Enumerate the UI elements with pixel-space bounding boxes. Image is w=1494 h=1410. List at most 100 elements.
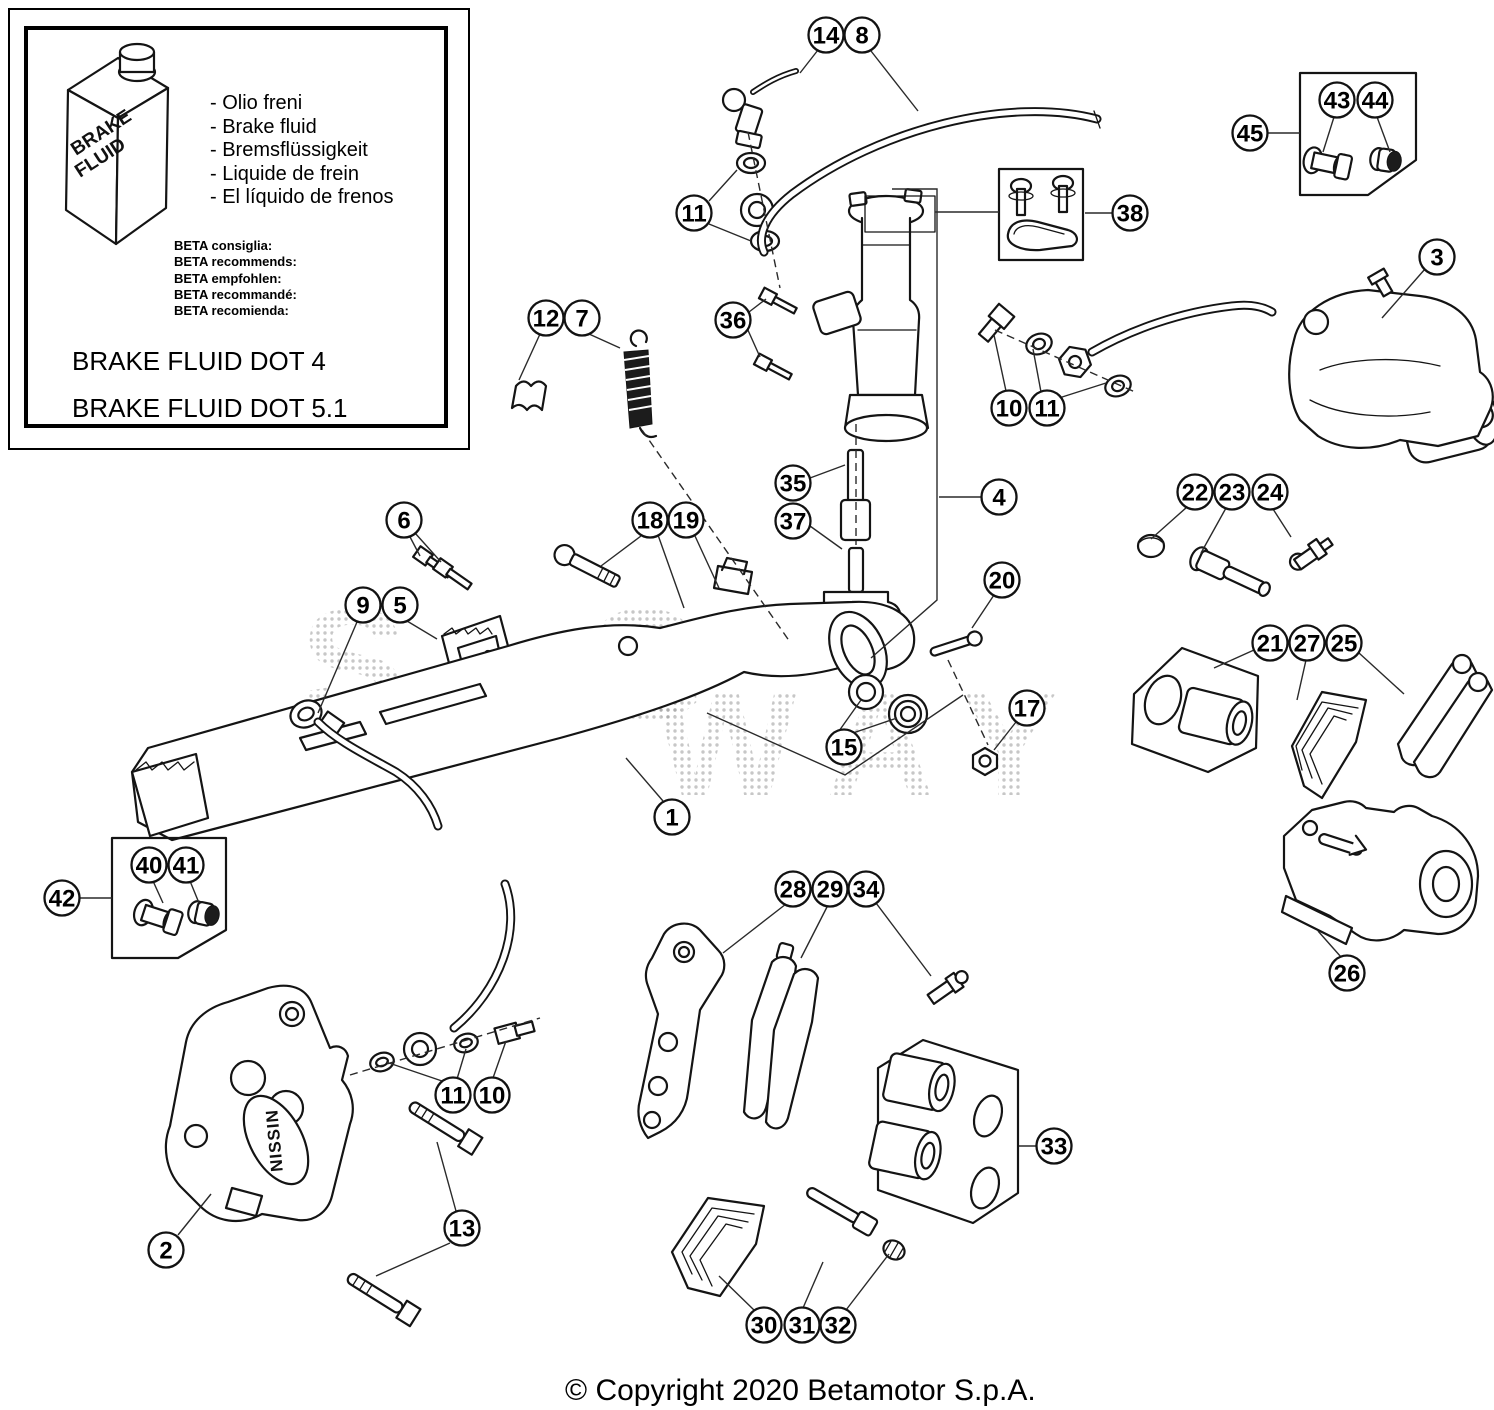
callout-circle — [1318, 81, 1356, 119]
leader-line — [1296, 659, 1307, 701]
callout-circle — [745, 1306, 783, 1344]
callout-15: 15 — [825, 728, 863, 766]
callout-number: 28 — [780, 877, 807, 904]
assembly-axis-line — [947, 659, 989, 746]
callout-number: 26 — [1334, 961, 1361, 988]
callout-number: 12 — [533, 306, 560, 333]
part-rear-pads — [1396, 653, 1494, 779]
info-box-outer-frame: BRAKE FLUID - Olio freni - Brake fluid -… — [8, 8, 470, 450]
callout-circle — [1251, 624, 1289, 662]
callout-38: 38 — [1111, 194, 1149, 232]
callout-number: 21 — [1257, 631, 1284, 658]
callout-2: 2 — [147, 1231, 185, 1269]
leader-line — [809, 525, 843, 550]
callout-number: 11 — [440, 1083, 465, 1110]
leader-line — [625, 757, 664, 802]
part-pad-pin-31 — [806, 1187, 879, 1237]
callout-number: 30 — [751, 1313, 778, 1340]
part-clip-19 — [712, 556, 754, 596]
callout-41: 41 — [167, 846, 205, 884]
callout-number: 29 — [817, 877, 844, 904]
part-kit-box-45 — [1298, 71, 1418, 197]
callout-number: 42 — [49, 886, 76, 913]
part-rear-caliper — [1288, 267, 1494, 464]
leader-line — [802, 1261, 824, 1309]
callout-circle — [1328, 954, 1366, 992]
callout-circle — [807, 16, 845, 54]
leader-line — [746, 327, 761, 358]
callout-circle — [1035, 1127, 1073, 1165]
leader-line — [799, 49, 819, 74]
callout-4: 4 — [980, 478, 1018, 516]
leader-line — [748, 298, 767, 313]
callout-number: 45 — [1237, 121, 1264, 148]
part-cap-22 — [1136, 533, 1166, 559]
callout-number: 35 — [780, 471, 807, 498]
callout-20: 20 — [983, 561, 1021, 599]
assembly-axis-line — [747, 131, 781, 289]
leader-line — [317, 621, 358, 714]
callout-circle — [381, 586, 419, 624]
leader-line — [800, 904, 829, 959]
callout-circle — [990, 389, 1028, 427]
callout-17: 17 — [1008, 689, 1046, 727]
callout-22: 22 — [1176, 473, 1214, 511]
callout-24: 24 — [1251, 473, 1289, 511]
leader-line — [189, 880, 200, 904]
leader-line — [870, 50, 919, 112]
callout-circle — [434, 1076, 472, 1114]
callout-number: 40 — [136, 853, 163, 880]
callout-number: 11 — [681, 201, 706, 228]
callout-44: 44 — [1356, 81, 1394, 119]
part-caliper-hose-front — [449, 879, 516, 1033]
callout-number: 32 — [825, 1313, 852, 1340]
leader-line — [694, 535, 720, 589]
leader-line — [492, 1040, 507, 1079]
callout-number: 1 — [665, 805, 678, 832]
leader-line — [1381, 268, 1426, 319]
part-rear-banjo-set — [977, 300, 1277, 398]
callout-circle — [980, 478, 1018, 516]
callout-number: 19 — [673, 508, 700, 535]
callout-circle — [653, 798, 691, 836]
callout-30: 30 — [745, 1306, 783, 1344]
part-nut-17 — [971, 746, 999, 777]
callout-circle — [774, 464, 812, 502]
leader-line — [1317, 930, 1342, 958]
callout-19: 19 — [667, 501, 705, 539]
part-piston-kit-33 — [868, 1038, 1020, 1225]
callout-10: 10 — [990, 389, 1028, 427]
callout-number: 8 — [855, 23, 868, 50]
callout-number: 2 — [159, 1238, 172, 1265]
beta-line: BETA recommends: — [174, 254, 297, 270]
part-front-banjo-set — [369, 1020, 536, 1073]
callout-number: 44 — [1362, 88, 1389, 115]
part-return-spring — [623, 329, 658, 439]
callout-number: 25 — [1331, 631, 1358, 658]
beta-line: BETA recomienda: — [174, 303, 289, 319]
leader-line — [1272, 508, 1292, 538]
callout-circle — [130, 846, 168, 884]
leader-line — [1376, 116, 1391, 153]
leader-line — [718, 1275, 756, 1312]
callout-circle — [714, 301, 752, 339]
callout-circle — [1288, 624, 1326, 662]
leader-line — [706, 694, 964, 776]
callout-31: 31 — [783, 1306, 821, 1344]
callout-number: 7 — [575, 306, 588, 333]
callout-circle — [1356, 81, 1394, 119]
callout-number: 41 — [173, 853, 200, 880]
leader-lines — [80, 49, 1426, 1312]
leader-line — [993, 334, 1007, 392]
callout-number: 43 — [1324, 88, 1351, 115]
part-piston-kit-21 — [1130, 646, 1260, 774]
callout-number: 23 — [1219, 480, 1246, 507]
callout-number: 18 — [637, 508, 664, 535]
callout-number: 24 — [1257, 480, 1284, 507]
fluid-name-list: - Olio freni - Brake fluid - Bremsflüssi… — [210, 92, 393, 210]
callout-circle — [1251, 473, 1289, 511]
part-pivot-bearings — [847, 673, 929, 735]
callout-3: 3 — [1418, 238, 1456, 276]
callout-1: 1 — [653, 798, 691, 836]
